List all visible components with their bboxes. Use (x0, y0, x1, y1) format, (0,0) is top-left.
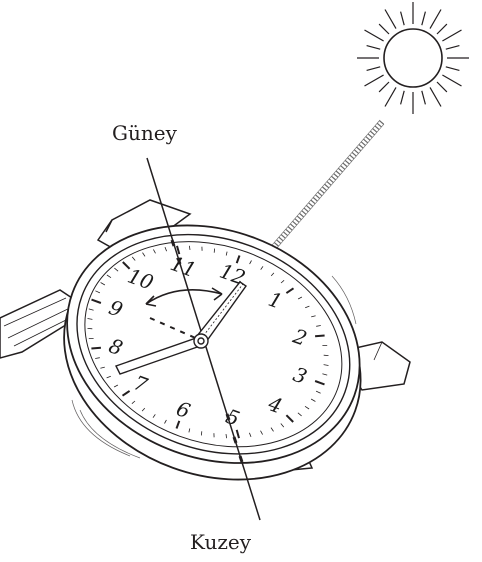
sun-ray (367, 46, 381, 50)
sun-ray (365, 30, 384, 41)
sun-ray (422, 12, 426, 26)
sun-ray (367, 67, 381, 71)
sun-ray (437, 82, 447, 92)
watch-case (28, 186, 399, 520)
sun-ray (430, 87, 441, 106)
hour-tick (315, 336, 325, 337)
sun-ray (385, 10, 396, 29)
north-label: Kuzey (190, 530, 252, 554)
sun-ray (401, 91, 405, 105)
sun-ray (446, 46, 460, 50)
sun-ray (437, 24, 447, 34)
sun-ray (430, 10, 441, 29)
hour-tick (91, 348, 101, 349)
sun-ray (401, 12, 405, 26)
sun-ray (422, 91, 426, 105)
sun-ray (365, 75, 384, 86)
sun-ray (442, 30, 461, 41)
south-label: Güney (112, 121, 178, 145)
sun-ray (379, 24, 389, 34)
sun-icon (357, 2, 469, 114)
sun-ray (385, 87, 396, 106)
sun-ray (379, 82, 389, 92)
sun-ray (446, 67, 460, 71)
sun-ray (442, 75, 461, 86)
hand-pivot (194, 334, 208, 348)
